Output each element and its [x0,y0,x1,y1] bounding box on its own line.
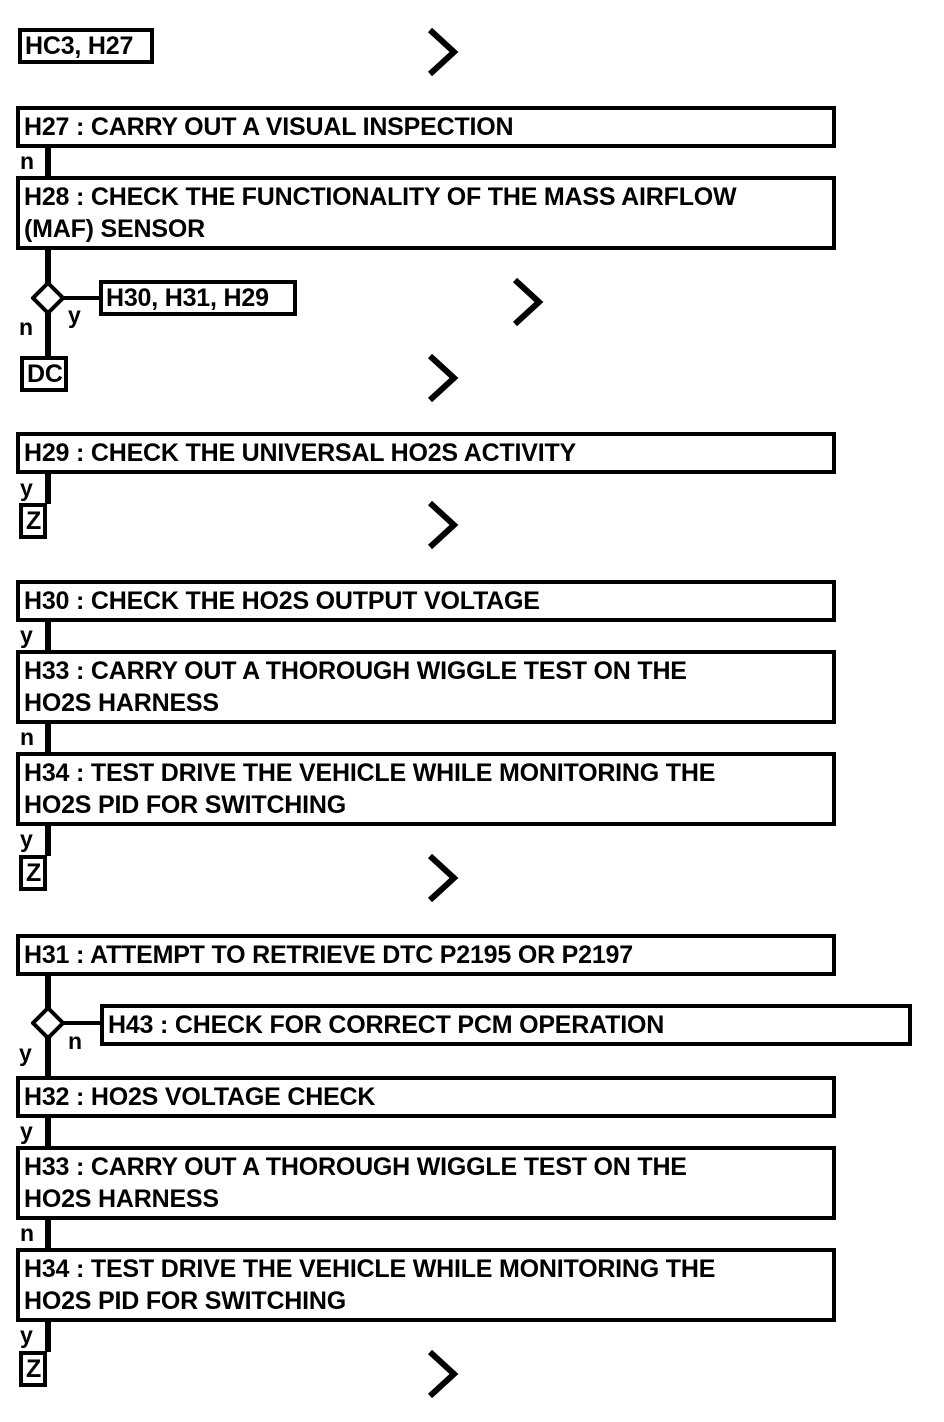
tag-h30-h31-h29-label: H30, H31, H29 [106,284,269,312]
step-h30[interactable]: H30 : CHECK THE HO2S OUTPUT VOLTAGE [16,580,836,622]
step-h43-label: H43 : CHECK FOR CORRECT PCM OPERATION [108,1011,665,1039]
tag-hc3-h27-label: HC3, H27 [25,32,134,60]
step-h28[interactable]: H28 : CHECK THE FUNCTIONALITY OF THE MAS… [16,176,836,250]
tag-z-2-label: Z [26,859,42,887]
step-h33-first[interactable]: H33 : CARRY OUT A THOROUGH WIGGLE TEST O… [16,650,836,724]
branch-label-h27-out: n [20,148,35,174]
connector-h31-to-decision [45,976,51,1008]
connector-h29-to-z [45,474,51,504]
step-h33-first-label: H33 : CARRY OUT A THOROUGH WIGGLE TEST O… [24,657,687,717]
branch-label-h28-no: n [19,314,34,340]
continuation-chevron-4 [427,500,459,550]
decision-diamond-h28[interactable] [31,281,65,315]
connector-h27-to-h28 [45,148,51,176]
continuation-chevron-5 [427,853,459,903]
tag-z-3[interactable]: Z [19,1351,47,1387]
connector-h34-to-z-second [45,1322,51,1352]
step-h34-second-label: H34 : TEST DRIVE THE VEHICLE WHILE MONIT… [24,1255,716,1315]
tag-z-1[interactable]: Z [19,503,47,539]
step-h31-label: H31 : ATTEMPT TO RETRIEVE DTC P2195 OR P… [24,941,633,969]
branch-label-h29-out: y [20,475,33,501]
step-h30-label: H30 : CHECK THE HO2S OUTPUT VOLTAGE [24,587,540,615]
connector-h34-to-z-first [45,826,51,856]
tag-h30-h31-h29[interactable]: H30, H31, H29 [99,280,297,316]
connector-h32-to-h33 [45,1118,51,1146]
step-h29-label: H29 : CHECK THE UNIVERSAL HO2S ACTIVITY [24,439,577,467]
branch-label-h34b-out: y [20,1322,33,1348]
tag-z-1-label: Z [26,507,42,535]
tag-z-3-label: Z [26,1355,42,1383]
branch-label-h34a-out: y [20,826,33,852]
connector-h28-decision-yes [63,296,99,300]
tag-hc3-h27[interactable]: HC3, H27 [18,28,154,64]
branch-label-h31-no: n [68,1028,83,1054]
decision-diamond-h31[interactable] [31,1006,65,1040]
step-h34-first-label: H34 : TEST DRIVE THE VEHICLE WHILE MONIT… [24,759,716,819]
continuation-chevron-6 [427,1349,459,1399]
step-h29[interactable]: H29 : CHECK THE UNIVERSAL HO2S ACTIVITY [16,432,836,474]
connector-h30-to-h33 [45,622,51,650]
step-h43[interactable]: H43 : CHECK FOR CORRECT PCM OPERATION [100,1004,912,1046]
step-h32-label: H32 : HO2S VOLTAGE CHECK [24,1083,376,1111]
step-h33-second-label: H33 : CARRY OUT A THOROUGH WIGGLE TEST O… [24,1153,687,1213]
connector-h31-decision-no [63,1021,105,1025]
continuation-chevron-3 [427,353,459,403]
branch-label-h31-yes: y [19,1040,32,1066]
connector-h33-to-h34-second [45,1220,51,1248]
step-h28-label: H28 : CHECK THE FUNCTIONALITY OF THE MAS… [24,183,737,243]
tag-dc-label: DC [27,360,63,388]
tag-dc[interactable]: DC [20,356,68,392]
continuation-chevron-2 [512,277,544,327]
step-h34-second[interactable]: H34 : TEST DRIVE THE VEHICLE WHILE MONIT… [16,1248,836,1322]
tag-z-2[interactable]: Z [19,855,47,891]
connector-h33-to-h34-first [45,724,51,752]
connector-h28-decision-no [45,313,51,358]
branch-label-h28-yes: y [68,302,81,328]
step-h33-second[interactable]: H33 : CARRY OUT A THOROUGH WIGGLE TEST O… [16,1146,836,1220]
step-h32[interactable]: H32 : HO2S VOLTAGE CHECK [16,1076,836,1118]
connector-h31-decision-yes [45,1038,51,1076]
branch-label-h33a-out: n [20,724,35,750]
step-h27-label: H27 : CARRY OUT A VISUAL INSPECTION [24,113,514,141]
branch-label-h33b-out: n [20,1220,35,1246]
connector-h28-to-decision [45,250,51,283]
step-h31[interactable]: H31 : ATTEMPT TO RETRIEVE DTC P2195 OR P… [16,934,836,976]
step-h34-first[interactable]: H34 : TEST DRIVE THE VEHICLE WHILE MONIT… [16,752,836,826]
step-h27[interactable]: H27 : CARRY OUT A VISUAL INSPECTION [16,106,836,148]
branch-label-h32-out: y [20,1118,33,1144]
continuation-chevron-1 [427,27,459,77]
branch-label-h30-out: y [20,622,33,648]
